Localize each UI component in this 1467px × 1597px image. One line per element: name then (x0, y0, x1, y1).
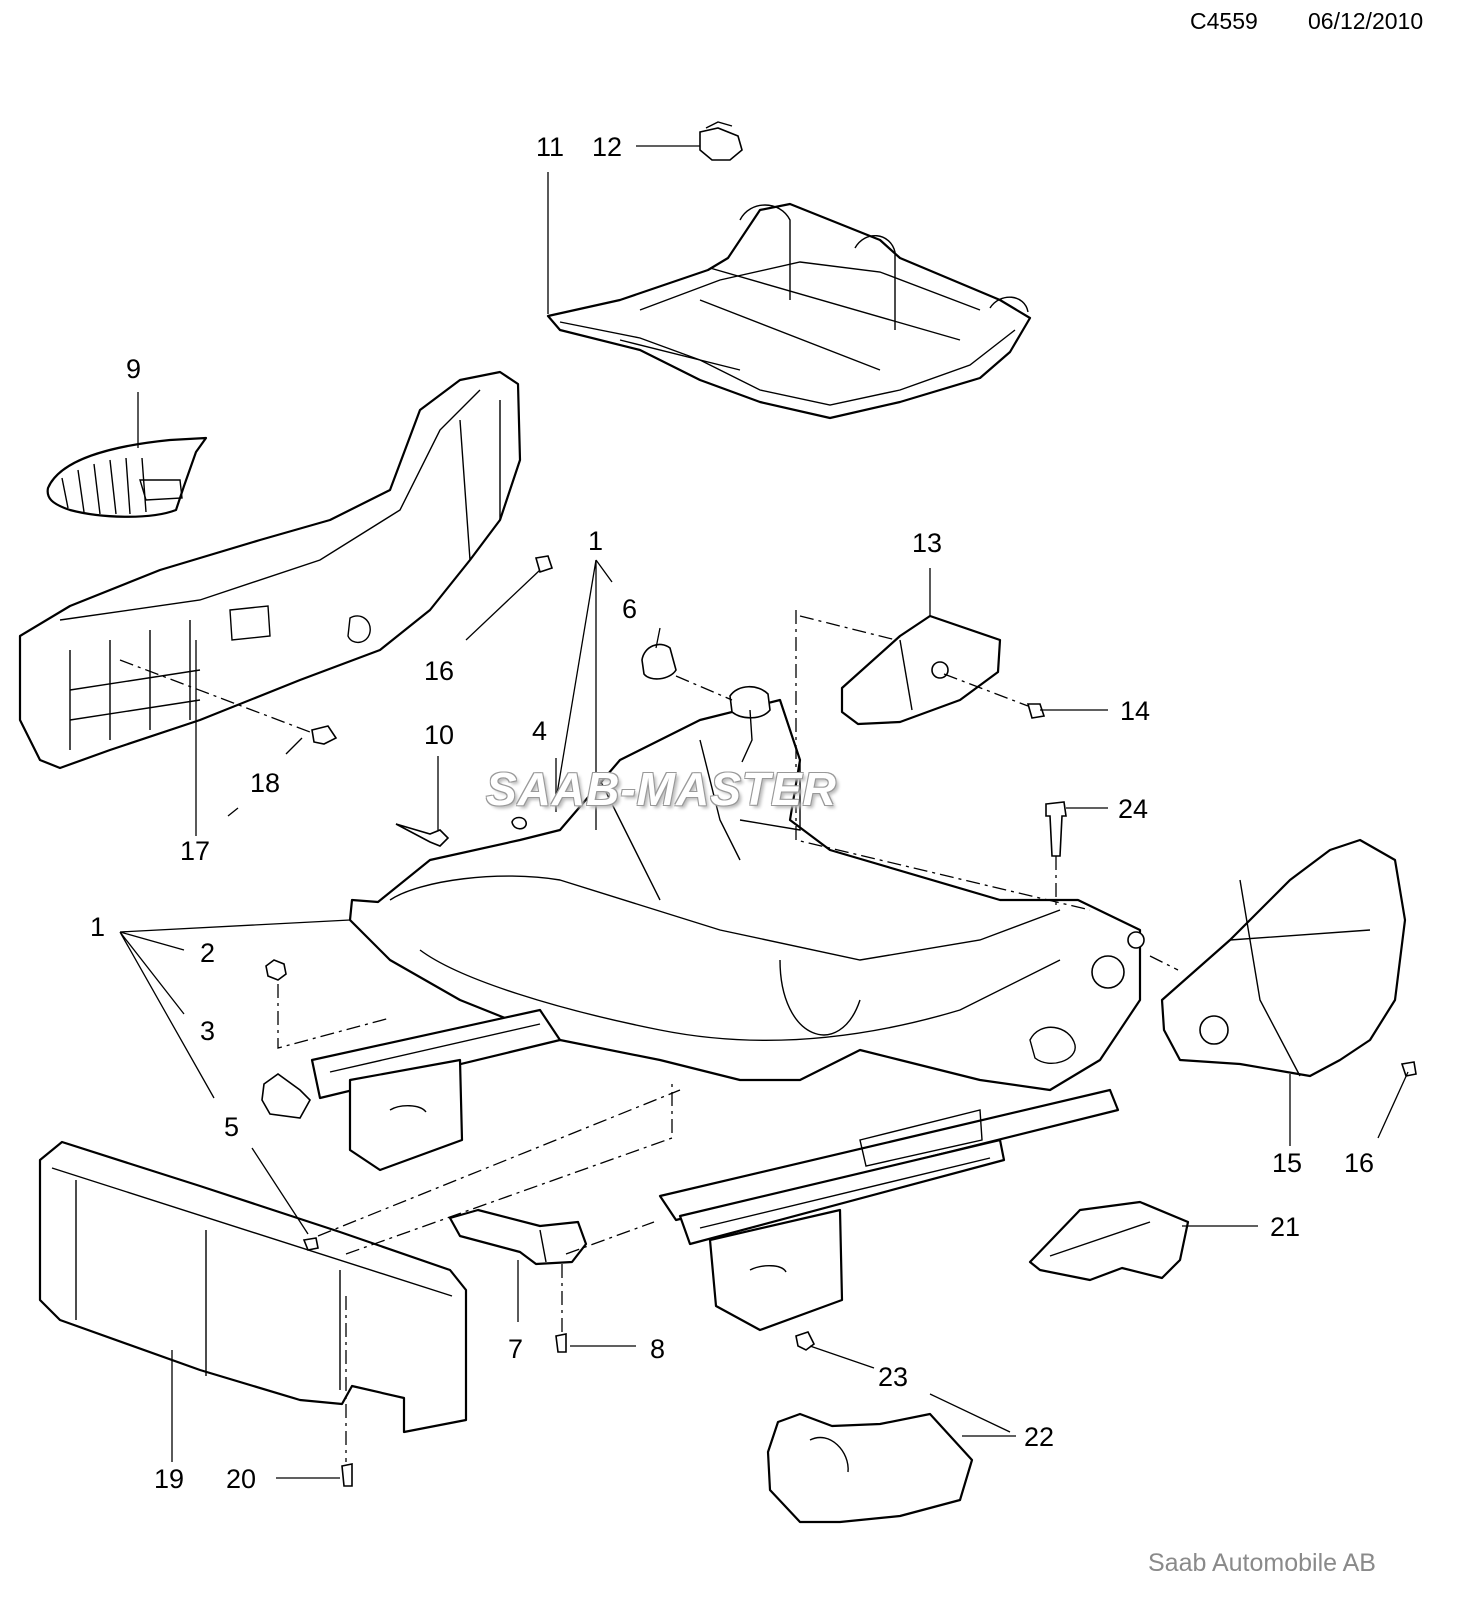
callout-20: 20 (226, 1464, 256, 1494)
callout-13: 13 (912, 528, 942, 558)
side-trim-panel (46, 436, 208, 518)
clip-23 (795, 1331, 816, 1351)
mat-clip (699, 121, 743, 161)
lower-rear-trim (766, 1412, 974, 1524)
clip-18 (311, 725, 338, 745)
nut (265, 959, 287, 981)
callout-1-lower: 1 (90, 912, 105, 942)
callout-10: 10 (424, 720, 454, 750)
callout-16-lower: 16 (1344, 1148, 1374, 1178)
callout-6: 6 (622, 594, 637, 624)
callout-17: 17 (180, 836, 210, 866)
screw-20 (341, 1463, 353, 1487)
callout-18: 18 (250, 768, 280, 798)
callout-12: 12 (592, 132, 622, 162)
seat-rail-left (310, 1008, 562, 1172)
pivot-cover (641, 643, 771, 763)
screw-16-lower (1400, 1061, 1417, 1077)
callout-9: 9 (126, 354, 141, 384)
backrest-side-panel (18, 370, 522, 770)
outer-side-cover (1160, 838, 1407, 1078)
callout-16-upper: 16 (424, 656, 454, 686)
callout-4: 4 (532, 716, 547, 746)
screw-8 (555, 1333, 567, 1353)
front-trim-panel (38, 1140, 468, 1434)
bolt-24 (1045, 801, 1067, 857)
callout-15: 15 (1272, 1148, 1302, 1178)
callout-3: 3 (200, 1016, 215, 1046)
seat-spring-mat (546, 202, 1032, 420)
callout-7: 7 (508, 1334, 523, 1364)
screw-14 (1026, 703, 1046, 719)
callout-21: 21 (1270, 1212, 1300, 1242)
screw-16-upper (534, 555, 554, 574)
bracket (261, 1073, 311, 1119)
diagram-code: C4559 (1190, 8, 1258, 34)
callout-24: 24 (1118, 794, 1148, 824)
copyright-footer: Saab Automobile AB (1148, 1549, 1376, 1577)
diagram-date: 06/12/2010 (1308, 8, 1424, 34)
assembly-lines (119, 610, 1179, 1462)
callout-5: 5 (224, 1112, 239, 1142)
callout-8: 8 (650, 1334, 665, 1364)
adjust-lever (448, 1208, 588, 1266)
callout-22: 22 (1024, 1422, 1054, 1452)
leader-lines (119, 145, 1409, 1479)
handle-cover (1028, 1200, 1190, 1282)
callout-1-upper: 1 (588, 526, 603, 556)
callout-2: 2 (200, 938, 215, 968)
callout-19: 19 (154, 1464, 184, 1494)
callout-23: 23 (878, 1362, 908, 1392)
seat-rail-right (658, 1088, 1120, 1332)
screw-5 (302, 1237, 319, 1251)
callout-11: 11 (536, 132, 564, 162)
callout-labels: 11 12 9 1 13 6 16 14 10 4 18 24 17 1 2 3… (90, 132, 1374, 1494)
callout-14: 14 (1120, 696, 1150, 726)
washer-4 (511, 816, 527, 830)
pin (395, 823, 450, 847)
watermark: SAAB-MASTER (486, 763, 837, 815)
